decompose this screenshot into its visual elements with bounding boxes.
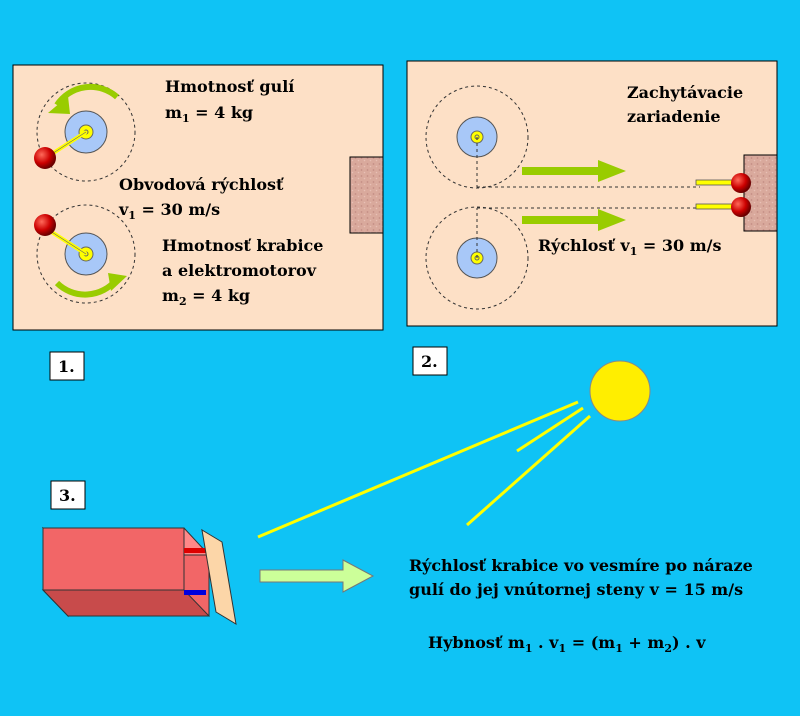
result-text-line-1: Rýchlosť krabice vo vesmíre po náraze [409, 556, 753, 575]
rotor-upper-stopped [425, 85, 700, 189]
rotation-path [36, 82, 136, 182]
rotation-arrowhead-icon [108, 273, 127, 291]
sun-icon [589, 360, 651, 422]
step-label-3: 3. [50, 480, 86, 510]
svg-text:3.: 3. [59, 486, 76, 505]
connector-blue [184, 590, 206, 595]
rotor-lower [34, 204, 136, 304]
ball [731, 197, 751, 217]
sun-ray [466, 414, 591, 527]
sun-ray [257, 400, 579, 539]
step-label-1: 1. [49, 351, 85, 381]
ball [731, 173, 751, 193]
box-lid [201, 529, 237, 625]
label-m2: m2 = 4 kg [162, 286, 250, 308]
label-catching-device-1: Zachytávacie [627, 83, 743, 102]
catching-device [695, 154, 778, 232]
box-bottom [41, 589, 211, 617]
result-text-line-2: gulí do jej vnútornej steny v = 15 m/s [409, 580, 743, 599]
motion-arrow-lower [522, 209, 626, 231]
label-box-mass-1: Hmotnosť krabice [162, 236, 323, 255]
wall [743, 154, 778, 232]
label-ball-mass: Hmotnosť gulí [165, 77, 294, 96]
step-label-2: 2. [412, 346, 448, 376]
svg-text:1.: 1. [58, 357, 75, 376]
label-speed: Rýchlosť v1 = 30 m/s [538, 236, 722, 258]
rotation-arrow-arc [54, 83, 119, 107]
wall [349, 156, 384, 234]
arrowhead-icon [598, 160, 626, 182]
panel-2-background [406, 60, 778, 327]
label-m1: m1 = 4 kg [165, 103, 253, 125]
box-motion-arrow [259, 559, 375, 593]
sun-ray [516, 406, 584, 453]
rotation-arrowhead-icon [48, 96, 70, 114]
arrowhead-icon [598, 209, 626, 231]
label-peripheral-speed: Obvodová rýchlosť [119, 175, 284, 194]
rotor-upper [34, 82, 136, 182]
panel-1-background [12, 64, 384, 331]
ball [34, 147, 56, 169]
label-v1: v1 = 30 m/s [118, 200, 220, 222]
momentum-formula: Hybnosť m1 . v1 = (m1 + m2) . v [428, 633, 706, 655]
panel-2: Zachytávacie zariadenie Rýchlosť v1 = 30… [406, 60, 778, 327]
box-in-space [41, 526, 237, 625]
box-face [42, 527, 185, 591]
svg-text:2.: 2. [421, 352, 438, 371]
motion-arrow-upper [522, 160, 626, 182]
connector-red [184, 548, 206, 553]
rotation-path [36, 204, 136, 304]
label-box-mass-2: a elektromotorov [162, 261, 317, 280]
panel-1: Hmotnosť gulí m1 = 4 kg Obvodová rýchlos… [12, 64, 384, 331]
ball [34, 214, 56, 236]
sun [257, 360, 651, 539]
label-catching-device-2: zariadenie [627, 107, 721, 126]
rotor-lower-stopped [425, 206, 700, 310]
